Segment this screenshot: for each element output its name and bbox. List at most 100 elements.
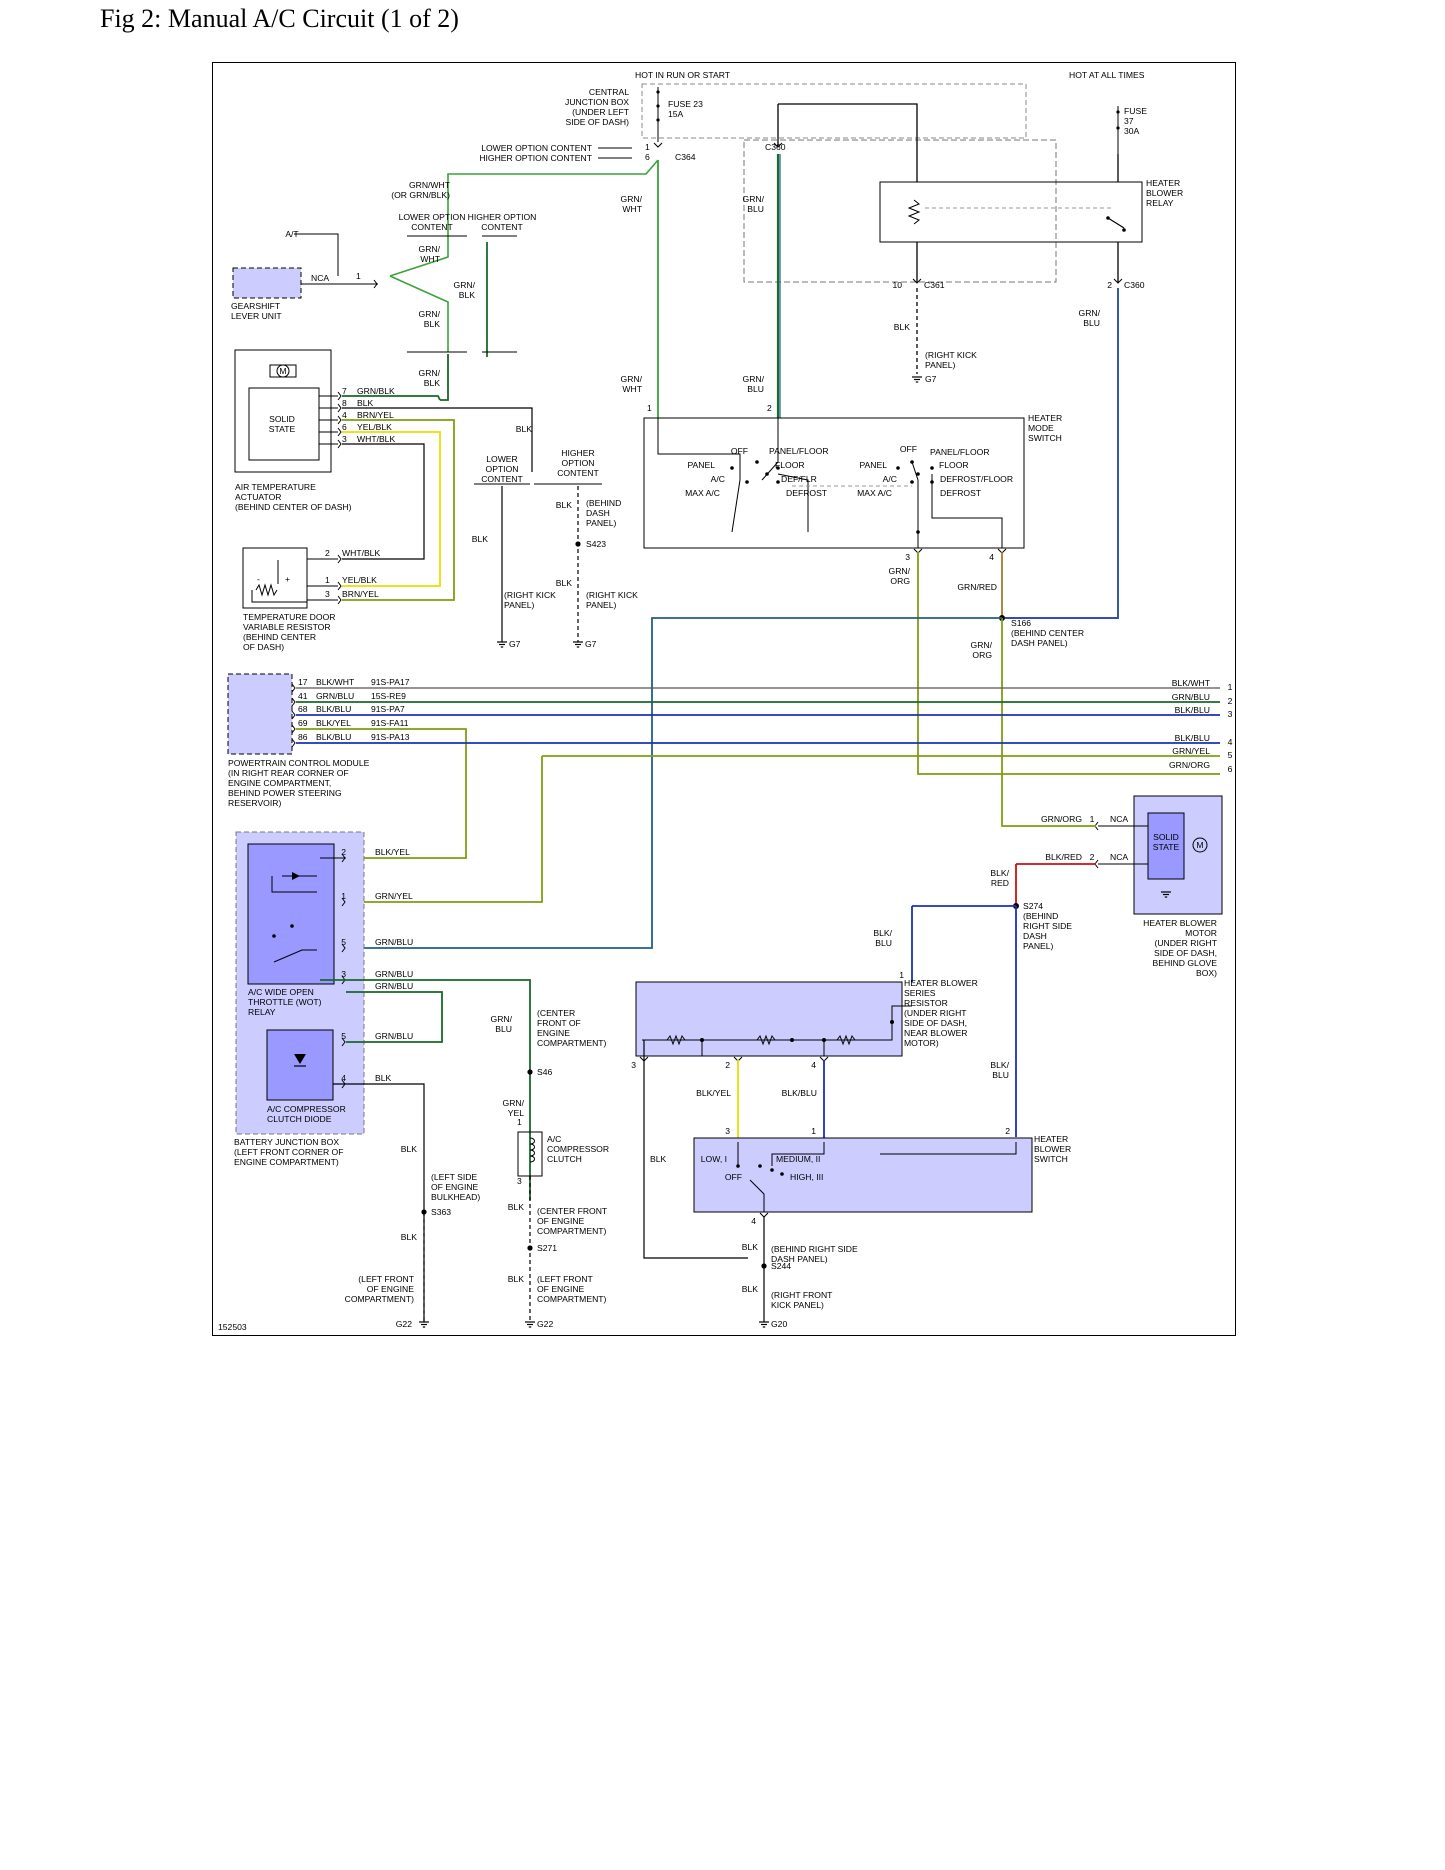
temperature-door-variable-resistor-label: TEMPERATURE DOOR [243, 612, 335, 622]
pcm-connector [291, 724, 296, 734]
ata-connector [337, 427, 342, 437]
ac-wot-relay [247, 843, 335, 985]
air-temperature-actuator-label: ACTUATOR [235, 492, 281, 502]
motor-m-label: M [1196, 840, 1203, 850]
tdvr-connector [337, 554, 342, 564]
s363-location-label: BULKHEAD) [431, 1192, 480, 1202]
pcm-pin: 69 [298, 718, 308, 728]
nca-label: NCA [1110, 814, 1128, 824]
wire-label-grn-blu: BLU [1083, 318, 1100, 328]
battery-junction-box-label: BATTERY JUNCTION BOX [234, 1137, 339, 1147]
wire-label-grn-org: ORG [890, 576, 910, 586]
c364-label: C364 [675, 152, 696, 162]
ata-wire-label: YEL/BLK [357, 422, 392, 432]
fuse23-icon [656, 104, 660, 108]
heater-blower-switch-label: HEATER [1034, 1134, 1068, 1144]
offpage-wire-label: BLK/BLU [1175, 733, 1210, 743]
resistor-icon [836, 1034, 856, 1046]
g22-location-label: (LEFT FRONT [537, 1274, 593, 1284]
temperature-door-variable-resistor [242, 547, 308, 609]
wire-grn-blk [440, 354, 449, 401]
c364-connector [653, 142, 663, 148]
s46-location-label: COMPARTMENT) [537, 1038, 607, 1048]
switch-contact-icon [736, 1164, 740, 1168]
temperature-door-variable-resistor-label: VARIABLE RESISTOR [243, 622, 331, 632]
s166-label: (BEHIND CENTER [1011, 628, 1084, 638]
cjb-label: CENTRAL [589, 87, 629, 97]
switch-contact-icon [910, 480, 914, 484]
wire-label-blk-blu: BLU [992, 1070, 1009, 1080]
heater-blower-motor-label: HEATER BLOWER [1143, 918, 1217, 928]
higher-option-label: HIGHER OPTION CONTENT [479, 153, 592, 163]
lower-option-content: LOWER OPTION [399, 212, 466, 222]
g20-location-label: KICK PANEL) [771, 1300, 824, 1310]
splice-s46 [527, 1069, 533, 1075]
s271-location-label: COMPARTMENT) [537, 1226, 607, 1236]
heater-blower-series-resistor-label: HEATER BLOWER [904, 978, 978, 988]
plus-label: + [285, 574, 290, 584]
heater-mode-switch-label: HEATER [1028, 413, 1062, 423]
mode-left-position-label: DEF/FLR [781, 474, 817, 484]
ac-compressor-clutch-diode-label: A/C COMPRESSOR [267, 1104, 346, 1114]
wire-blk-yel [296, 728, 467, 859]
switch-contact-icon [755, 460, 759, 464]
wire-label-grn-blu: BLU [747, 384, 764, 394]
switch-wire [777, 473, 809, 532]
higher-option-content: HIGHER OPTION [468, 212, 537, 222]
bjb-wire-label: BLK/YEL [375, 847, 410, 857]
wire-grn-blk [389, 275, 449, 352]
wire-label-blk: BLK [742, 1284, 759, 1294]
mode-right-position-label: DEFROST/FLOOR [940, 474, 1013, 484]
mode-right-position-label: DEFROST [940, 488, 982, 498]
offpage-wire-label: BLK/WHT [1172, 678, 1211, 688]
diagram-frame [212, 62, 1236, 1336]
temperature-door-variable-resistor-label: (BEHIND CENTER [243, 632, 316, 642]
s363-label: S363 [431, 1207, 451, 1217]
g7-label: G7 [509, 639, 521, 649]
switch-contact-icon [758, 1164, 762, 1168]
fuse23-label: FUSE 23 [668, 99, 703, 109]
hot-all-times-label: HOT AT ALL TIMES [1069, 70, 1145, 80]
wire-grn-wht [389, 237, 449, 277]
mode-left-position-label: DEFROST [786, 488, 828, 498]
g22-location-label: COMPARTMENT) [345, 1294, 415, 1304]
wire-label-blk: BLK [556, 500, 573, 510]
fuse23-icon [656, 118, 660, 122]
pin-3: 3 [517, 1176, 522, 1186]
wire-grn-blu [320, 979, 531, 1200]
pin-1: 1 [517, 1117, 522, 1127]
wire [771, 1142, 825, 1166]
switch-contact-icon [896, 466, 900, 470]
s271-location-label: OF ENGINE [537, 1216, 585, 1226]
relay-icon [271, 876, 317, 893]
powertrain-control-module-label: BEHIND POWER STEERING [228, 788, 342, 798]
pin-2: 2 [725, 1060, 730, 1070]
s271-location-label: (CENTER FRONT [537, 1206, 608, 1216]
motor-solid-state-label: SOLID [1153, 832, 1179, 842]
switch-wire [911, 461, 919, 532]
blower-position-label: MEDIUM, II [776, 1154, 820, 1164]
heater-mode-switch [643, 417, 1025, 549]
s166-label: DASH PANEL) [1011, 638, 1068, 648]
ata-pin: 7 [342, 386, 347, 396]
motor-solid-state-label: STATE [1153, 842, 1180, 852]
cjb-label: JUNCTION BOX [565, 97, 629, 107]
ata-pin: 3 [342, 434, 347, 444]
air-temperature-actuator-label: (BEHIND CENTER OF DASH) [235, 502, 352, 512]
solid-state-block [1147, 812, 1185, 880]
g22-location-label: COMPARTMENT) [537, 1294, 607, 1304]
heater-blower-motor-label: BOX) [1196, 968, 1217, 978]
s274-label: S274 [1023, 901, 1043, 911]
pin-1: 1 [811, 1126, 816, 1136]
nca-label: NCA [311, 273, 329, 283]
splice-dot [790, 1038, 794, 1042]
wire-label-blk-red: RED [991, 878, 1009, 888]
pin-2: 2 [1107, 280, 1112, 290]
wire-label-blk: BLK [742, 1242, 759, 1252]
mode-right-position-label: PANEL [859, 460, 887, 470]
wire-label-grn-yel: YEL [508, 1108, 524, 1118]
pcm-pin: 68 [298, 704, 308, 714]
arrow [294, 233, 339, 276]
pcm-circuit-label: 91S-PA17 [371, 677, 410, 687]
wire [880, 1142, 1017, 1155]
